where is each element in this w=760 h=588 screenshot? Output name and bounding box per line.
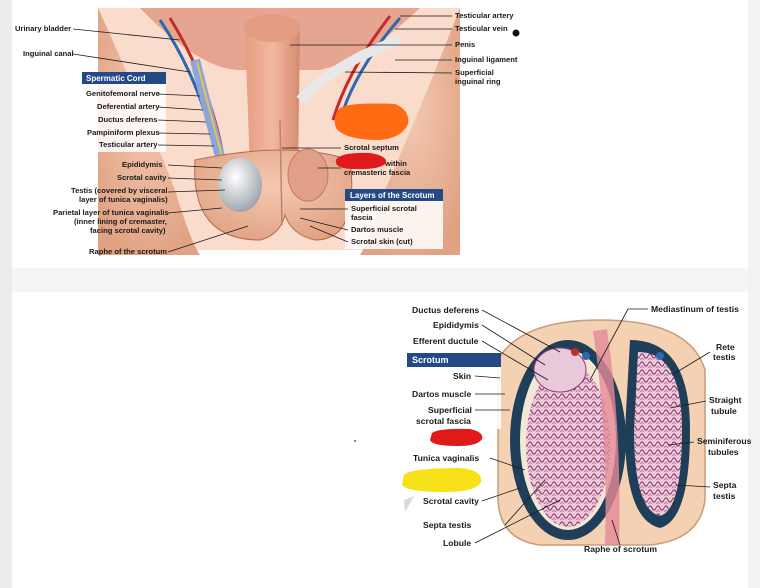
vessel-1 [571, 348, 579, 356]
label-rete-line2: testis [713, 352, 736, 362]
label-raphe-top: Raphe of the scrotum [89, 247, 167, 256]
label-seminiferous-line1: Seminiferous [697, 436, 752, 446]
bottom-illustration [497, 319, 706, 546]
label-superficial-scrotal-fascia-line2: scrotal fascia [416, 416, 471, 426]
label-superficial-scrotal-fascia-line1: Superficial [428, 405, 472, 415]
label-parietal-layer-line1: Parietal layer of tunica vaginalis [53, 208, 169, 217]
label-inguinal-ligament: Inguinal ligament [455, 55, 518, 64]
label-straight-tubule-line2: tubule [711, 406, 737, 416]
label-testicular-artery-left: Testicular artery [99, 140, 158, 149]
label-epididymis-top: Epididymis [122, 160, 163, 169]
top-left-labels: Urinary bladder Inguinal canal Spermatic… [15, 24, 249, 256]
label-septa-testis-right-line1: Septa [713, 480, 737, 490]
inguinal-ligament [296, 35, 402, 104]
label-testis-line2: layer of tunica vaginalis) [79, 195, 168, 204]
label-cremasteric-fascia: cremasteric fascia [344, 168, 411, 177]
artery-right [331, 15, 392, 121]
label-deferential-artery: Deferential artery [97, 102, 160, 111]
left-testis-lobules [526, 363, 610, 527]
label-parietal-layer-line2: (inner lining of cremaster, [74, 217, 167, 226]
label-septa-testis-right-line2: testis [713, 491, 736, 501]
layers-header-bg [345, 189, 443, 201]
label-rete-line1: Rete [716, 342, 735, 352]
testis-right-covered [287, 148, 329, 202]
label-mediastinum: Mediastinum of testis [651, 304, 739, 314]
label-dartos-muscle-top: Dartos muscle [351, 225, 403, 234]
label-pampiniform-plexus: Pampiniform plexus [87, 128, 160, 137]
vessel-3 [656, 352, 664, 360]
top-right-labels: Testicular artery Testicular vein Penis … [282, 11, 520, 249]
glans [244, 14, 300, 42]
label-testicular-vein: Testicular vein [455, 24, 508, 33]
label-raphe-bottom: Raphe of scrotum [584, 544, 657, 554]
label-septa-testis-left: Septa testis [423, 520, 471, 530]
spermatic-cord-header-bg [82, 72, 166, 84]
vessel-2 [582, 352, 590, 360]
label-lobule: Lobule [443, 538, 471, 548]
label-scrotal-skin-cut: Scrotal skin (cut) [351, 237, 413, 246]
redaction-orange [334, 103, 409, 140]
testis [218, 158, 262, 212]
label-testis-line1: Testis (covered by visceral [71, 186, 168, 195]
redaction-red-bottom [430, 428, 483, 446]
label-genitofemoral-nerve: Genitofemoral nerve [86, 89, 160, 98]
label-superficial-scrotal-line1: Superficial scrotal [351, 204, 417, 213]
label-scrotal-cavity-top: Scrotal cavity [117, 173, 167, 182]
epididymis-head [533, 347, 587, 393]
label-ductus-deferens-top: Ductus deferens [98, 115, 158, 124]
label-superficial-scrotal-line2: fascia [351, 213, 373, 222]
redaction-yellow [402, 468, 482, 492]
label-parietal-layer-line3: facing scrotal cavity) [90, 226, 166, 235]
cursor-artifact [404, 496, 414, 512]
right-testis-lobules [634, 352, 682, 516]
penis [245, 25, 300, 175]
top-illustration [98, 8, 460, 255]
label-testicular-artery-right: Testicular artery [455, 11, 514, 20]
label-seminiferous-line2: tubules [708, 447, 739, 457]
label-efferent-ductule: Efferent ductule [413, 336, 479, 346]
label-penis: Penis [455, 40, 475, 49]
spermatic-cord-box [82, 84, 166, 152]
label-dartos-muscle-bottom: Dartos muscle [412, 389, 471, 399]
bottom-left-labels: Ductus deferens Epididymis Efferent duct… [407, 305, 561, 548]
label-scrotal-septum: Scrotal septum [344, 143, 399, 152]
label-scrotal-cavity-bottom: Scrotal cavity [423, 496, 479, 506]
label-tunica-vaginalis: Tunica vaginalis [413, 453, 479, 463]
bottom-right-labels: Mediastinum of testis Rete testis Straig… [584, 304, 752, 554]
bullet-dot [512, 29, 520, 37]
scrotum [194, 149, 353, 241]
page-divider [12, 268, 748, 292]
spermatic-cord-header: Spermatic Cord [86, 74, 146, 83]
label-straight-tubule-line1: Straight [709, 395, 742, 405]
speck [354, 440, 356, 442]
layers-header: Layers of the Scrotum [350, 191, 434, 200]
label-ductus-deferens-bottom: Ductus deferens [412, 305, 480, 315]
label-urinary-bladder: Urinary bladder [15, 24, 71, 33]
label-inguinal-canal: Inguinal canal [23, 49, 74, 58]
label-epididymis-bottom: Epididymis [433, 320, 479, 330]
label-skin: Skin [453, 371, 471, 381]
page-edge-right [748, 0, 760, 588]
page-edge-left [0, 0, 12, 588]
scrotal-septum-line [279, 119, 283, 226]
label-superficial-inguinal-ring-line2: inguinal ring [455, 77, 501, 86]
scrotum-header-bg [407, 353, 501, 367]
layers-box [345, 201, 443, 249]
scrotum-header: Scrotum [412, 355, 449, 365]
label-within: within [384, 159, 407, 168]
label-superficial-inguinal-ring-line1: Superficial [455, 68, 494, 77]
scrotum-box [407, 367, 501, 429]
redaction-red-top [335, 152, 387, 170]
